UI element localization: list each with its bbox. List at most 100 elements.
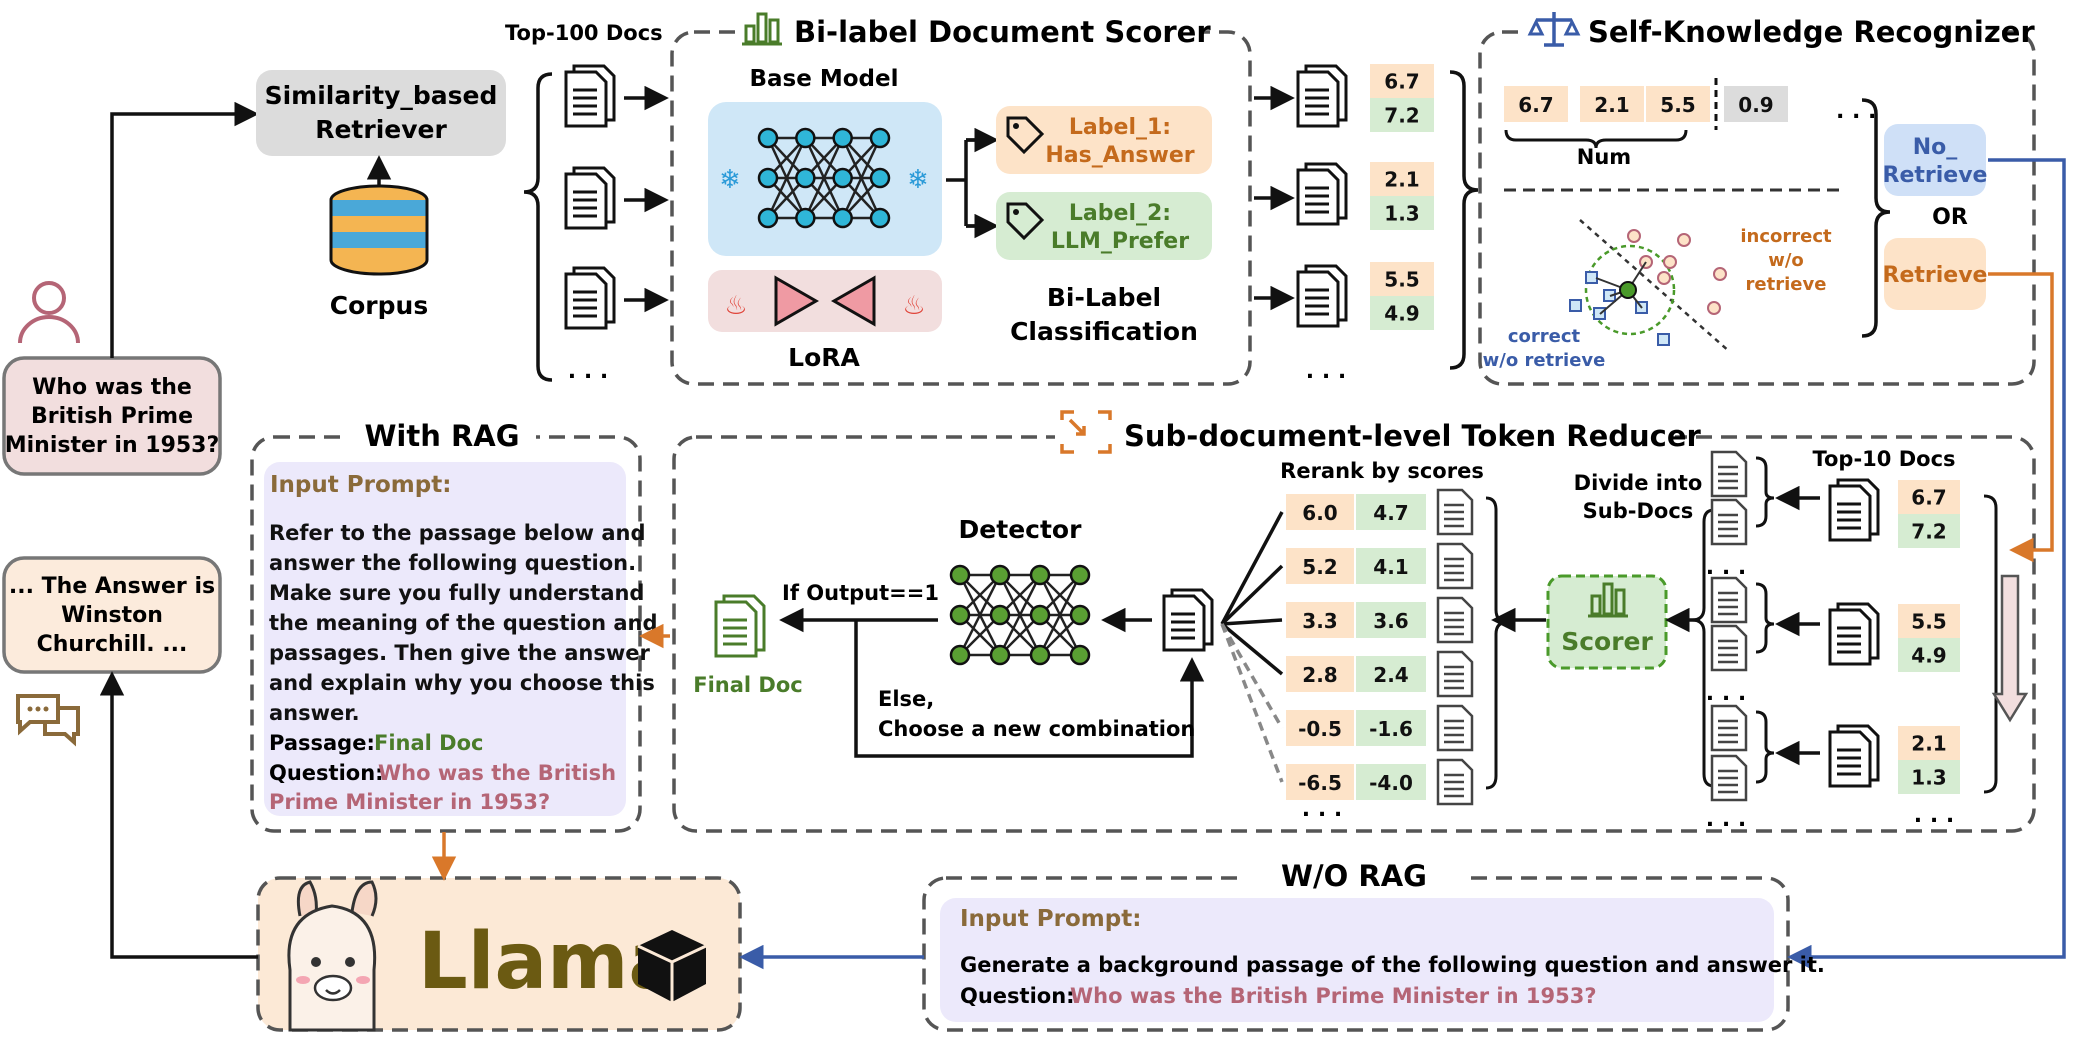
bilabel-line1: Bi-Label bbox=[1047, 283, 1161, 312]
top10-score-1-a-cell bbox=[1898, 604, 1960, 638]
bilabel-line2: Classification bbox=[1010, 317, 1198, 346]
rerank-score-b: -4.0 bbox=[1369, 771, 1413, 795]
num-value: 0.9 bbox=[1738, 93, 1773, 117]
wo-rag-title: W/O RAG bbox=[1281, 859, 1427, 893]
no-retrieve-line2: Retrieve bbox=[1883, 163, 1988, 188]
num-cell bbox=[1504, 86, 1568, 122]
top10-score-0-a-cell bbox=[1898, 480, 1960, 514]
subdoc-icon bbox=[1436, 596, 1474, 644]
rerank-score-b: 3.6 bbox=[1373, 609, 1408, 633]
scorer-title: Bi-label Document Scorer bbox=[794, 15, 1211, 49]
rag-prompt-line: answer the following question. bbox=[269, 551, 636, 575]
document-icon bbox=[564, 266, 616, 330]
num-value: 6.7 bbox=[1518, 93, 1553, 117]
skr-title: Self-Knowledge Recognizer bbox=[1588, 15, 2035, 49]
snowflake-icon: ❄ bbox=[907, 165, 929, 195]
doc-score-2-b: 4.9 bbox=[1384, 301, 1419, 325]
balance-scale-icon bbox=[1527, 12, 1581, 47]
doc-score-2-a: 5.5 bbox=[1384, 267, 1419, 291]
question-line1: Who was the bbox=[32, 375, 192, 400]
top100-label: Top-100 Docs bbox=[505, 21, 663, 45]
corpus-label: Corpus bbox=[330, 291, 428, 320]
label1-line1: Label_1: bbox=[1069, 115, 1171, 140]
answer-line1: ... The Answer is bbox=[9, 574, 215, 599]
top10-doc-icon bbox=[1828, 478, 1880, 542]
retriever-box bbox=[256, 70, 506, 156]
subdoc-icon bbox=[1710, 754, 1748, 802]
doc-score-1-b-cell bbox=[1370, 196, 1434, 230]
document-icon bbox=[1296, 162, 1348, 226]
base-model-label: Base Model bbox=[750, 66, 899, 92]
num-value: 2.1 bbox=[1594, 93, 1629, 117]
lora-label: LoRA bbox=[788, 343, 860, 372]
lora-box bbox=[708, 270, 942, 332]
compress-icon bbox=[1060, 410, 1112, 454]
rag-prompt-line: Make sure you fully understand bbox=[269, 581, 644, 605]
top10-doc-icon bbox=[1828, 602, 1880, 666]
rerank-score-a: -0.5 bbox=[1298, 717, 1342, 741]
top10-score-0-b: 7.2 bbox=[1911, 519, 1946, 543]
num-cell bbox=[1724, 86, 1788, 122]
label1-box bbox=[996, 106, 1212, 174]
retrieve-box bbox=[1884, 238, 1986, 310]
retrieve-label: Retrieve bbox=[1883, 263, 1988, 288]
rerank-score-b: 4.1 bbox=[1373, 555, 1408, 579]
num-cell bbox=[1646, 86, 1710, 122]
doc-score-0-b: 7.2 bbox=[1384, 103, 1419, 127]
incorrect-line3: retrieve bbox=[1746, 274, 1827, 295]
top10-doc-icon bbox=[1828, 724, 1880, 788]
subdoc-icon bbox=[1710, 576, 1748, 624]
fire-icon: ♨ bbox=[724, 291, 747, 321]
rag-question-label: Question: bbox=[269, 761, 384, 785]
divide-line2: Sub-Docs bbox=[1583, 499, 1694, 523]
doc-score-0-a: 6.7 bbox=[1384, 69, 1419, 93]
rerank-b-cell bbox=[1356, 656, 1426, 692]
sort-down-arrow bbox=[1991, 574, 2029, 723]
no-retrieve-box bbox=[1884, 124, 1986, 196]
top10-score-2-a-cell bbox=[1898, 726, 1960, 760]
rerank-score-b: 2.4 bbox=[1373, 663, 1408, 687]
rerank-b-cell bbox=[1356, 548, 1426, 584]
subdoc-icon bbox=[1710, 450, 1748, 498]
question-line2: British Prime bbox=[31, 404, 193, 429]
reducer-title: Sub-document-level Token Reducer bbox=[1124, 419, 1702, 453]
rerank-score-a: 3.3 bbox=[1302, 609, 1337, 633]
if-output-label: If Output==1 bbox=[782, 581, 939, 605]
rerank-a-cell bbox=[1286, 494, 1354, 530]
wo-prompt-box bbox=[940, 898, 1774, 1022]
subdoc-icon bbox=[1436, 704, 1474, 752]
rerank-score-a: 5.2 bbox=[1302, 555, 1337, 579]
rerank-label: Rerank by scores bbox=[1280, 459, 1484, 483]
scorer-section bbox=[670, 30, 1252, 386]
database-icon bbox=[329, 184, 429, 276]
top10-score-1-b: 4.9 bbox=[1911, 643, 1946, 667]
rerank-a-cell bbox=[1286, 602, 1354, 638]
subdoc-icon bbox=[1436, 758, 1474, 806]
rerank-ellipsis: . . . bbox=[1302, 797, 1342, 822]
doc-score-1-a-cell bbox=[1370, 162, 1434, 196]
doc-score-1-b: 1.3 bbox=[1384, 201, 1419, 225]
tag-icon bbox=[1006, 116, 1045, 155]
rag-prompt-line: passages. Then give the answer bbox=[269, 641, 650, 665]
document-icon bbox=[1296, 64, 1348, 128]
rag-prompt-line: Refer to the passage below and bbox=[269, 521, 646, 545]
wo-input-prompt: Input Prompt: bbox=[960, 906, 1141, 932]
bar-chart-icon bbox=[1588, 582, 1628, 618]
rag-input-prompt: Input Prompt: bbox=[270, 472, 451, 498]
user-icon bbox=[18, 281, 80, 344]
detector-network-icon bbox=[949, 564, 1091, 666]
top10-score-1-a: 5.5 bbox=[1911, 609, 1946, 633]
scorer-box-label: Scorer bbox=[1561, 627, 1653, 656]
final-doc-icon bbox=[714, 594, 766, 658]
top10-score-1-b-cell bbox=[1898, 638, 1960, 672]
llama-mascot-icon bbox=[287, 880, 378, 1032]
retriever-line1: Similarity_based bbox=[265, 81, 498, 110]
wo-prompt-line: Generate a background passage of the fol… bbox=[960, 953, 1825, 977]
rerank-score-b: 4.7 bbox=[1373, 501, 1408, 525]
label2-line1: Label_2: bbox=[1069, 201, 1171, 226]
correct-line2: w/o retrieve bbox=[1483, 350, 1606, 371]
num-label: Num bbox=[1577, 145, 1631, 169]
cube-icon bbox=[637, 930, 707, 1002]
